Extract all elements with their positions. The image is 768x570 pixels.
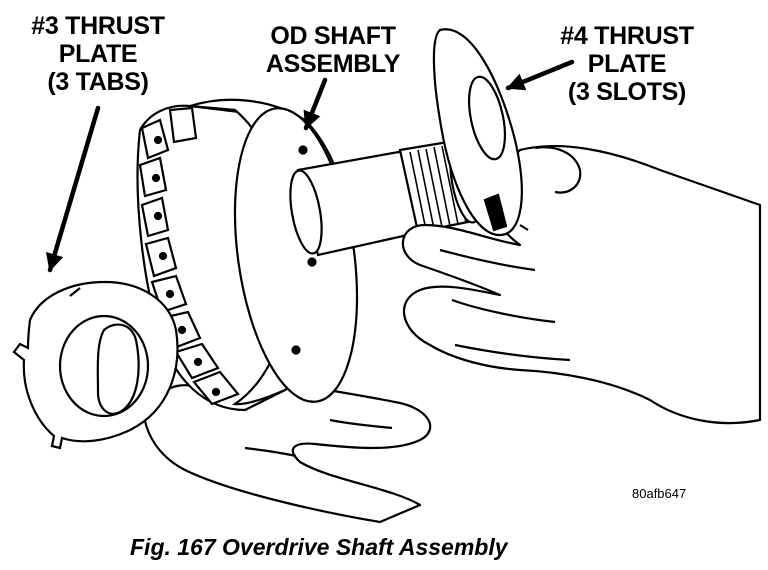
arrow-thrust-plate-3 [45, 105, 101, 273]
label-line: #3 THRUST [31, 12, 165, 40]
label-od-shaft-assembly: OD SHAFT ASSEMBLY [238, 22, 428, 78]
thrust-plate-3 [12, 280, 179, 450]
label-line: (3 SLOTS) [567, 78, 687, 106]
label-thrust-plate-3: #3 THRUST PLATE (3 TABS) [8, 12, 188, 96]
label-line: PLATE [58, 40, 138, 68]
figure-code: 80afb647 [632, 486, 687, 501]
label-line: #4 THRUST [560, 22, 694, 50]
label-line: (3 TABS) [47, 68, 149, 96]
arrow-od-shaft [303, 77, 328, 131]
right-hand [401, 145, 762, 425]
label-thrust-plate-4: #4 THRUST PLATE (3 SLOTS) [538, 22, 716, 106]
figure-caption: Fig. 167 Overdrive Shaft Assembly [130, 534, 508, 560]
label-line: OD SHAFT [270, 22, 396, 50]
label-arrows [45, 59, 575, 273]
label-line: PLATE [587, 50, 667, 78]
thrust-plate-4 [432, 28, 529, 237]
label-line: ASSEMBLY [265, 50, 401, 78]
arrow-thrust-plate-4 [505, 59, 575, 91]
